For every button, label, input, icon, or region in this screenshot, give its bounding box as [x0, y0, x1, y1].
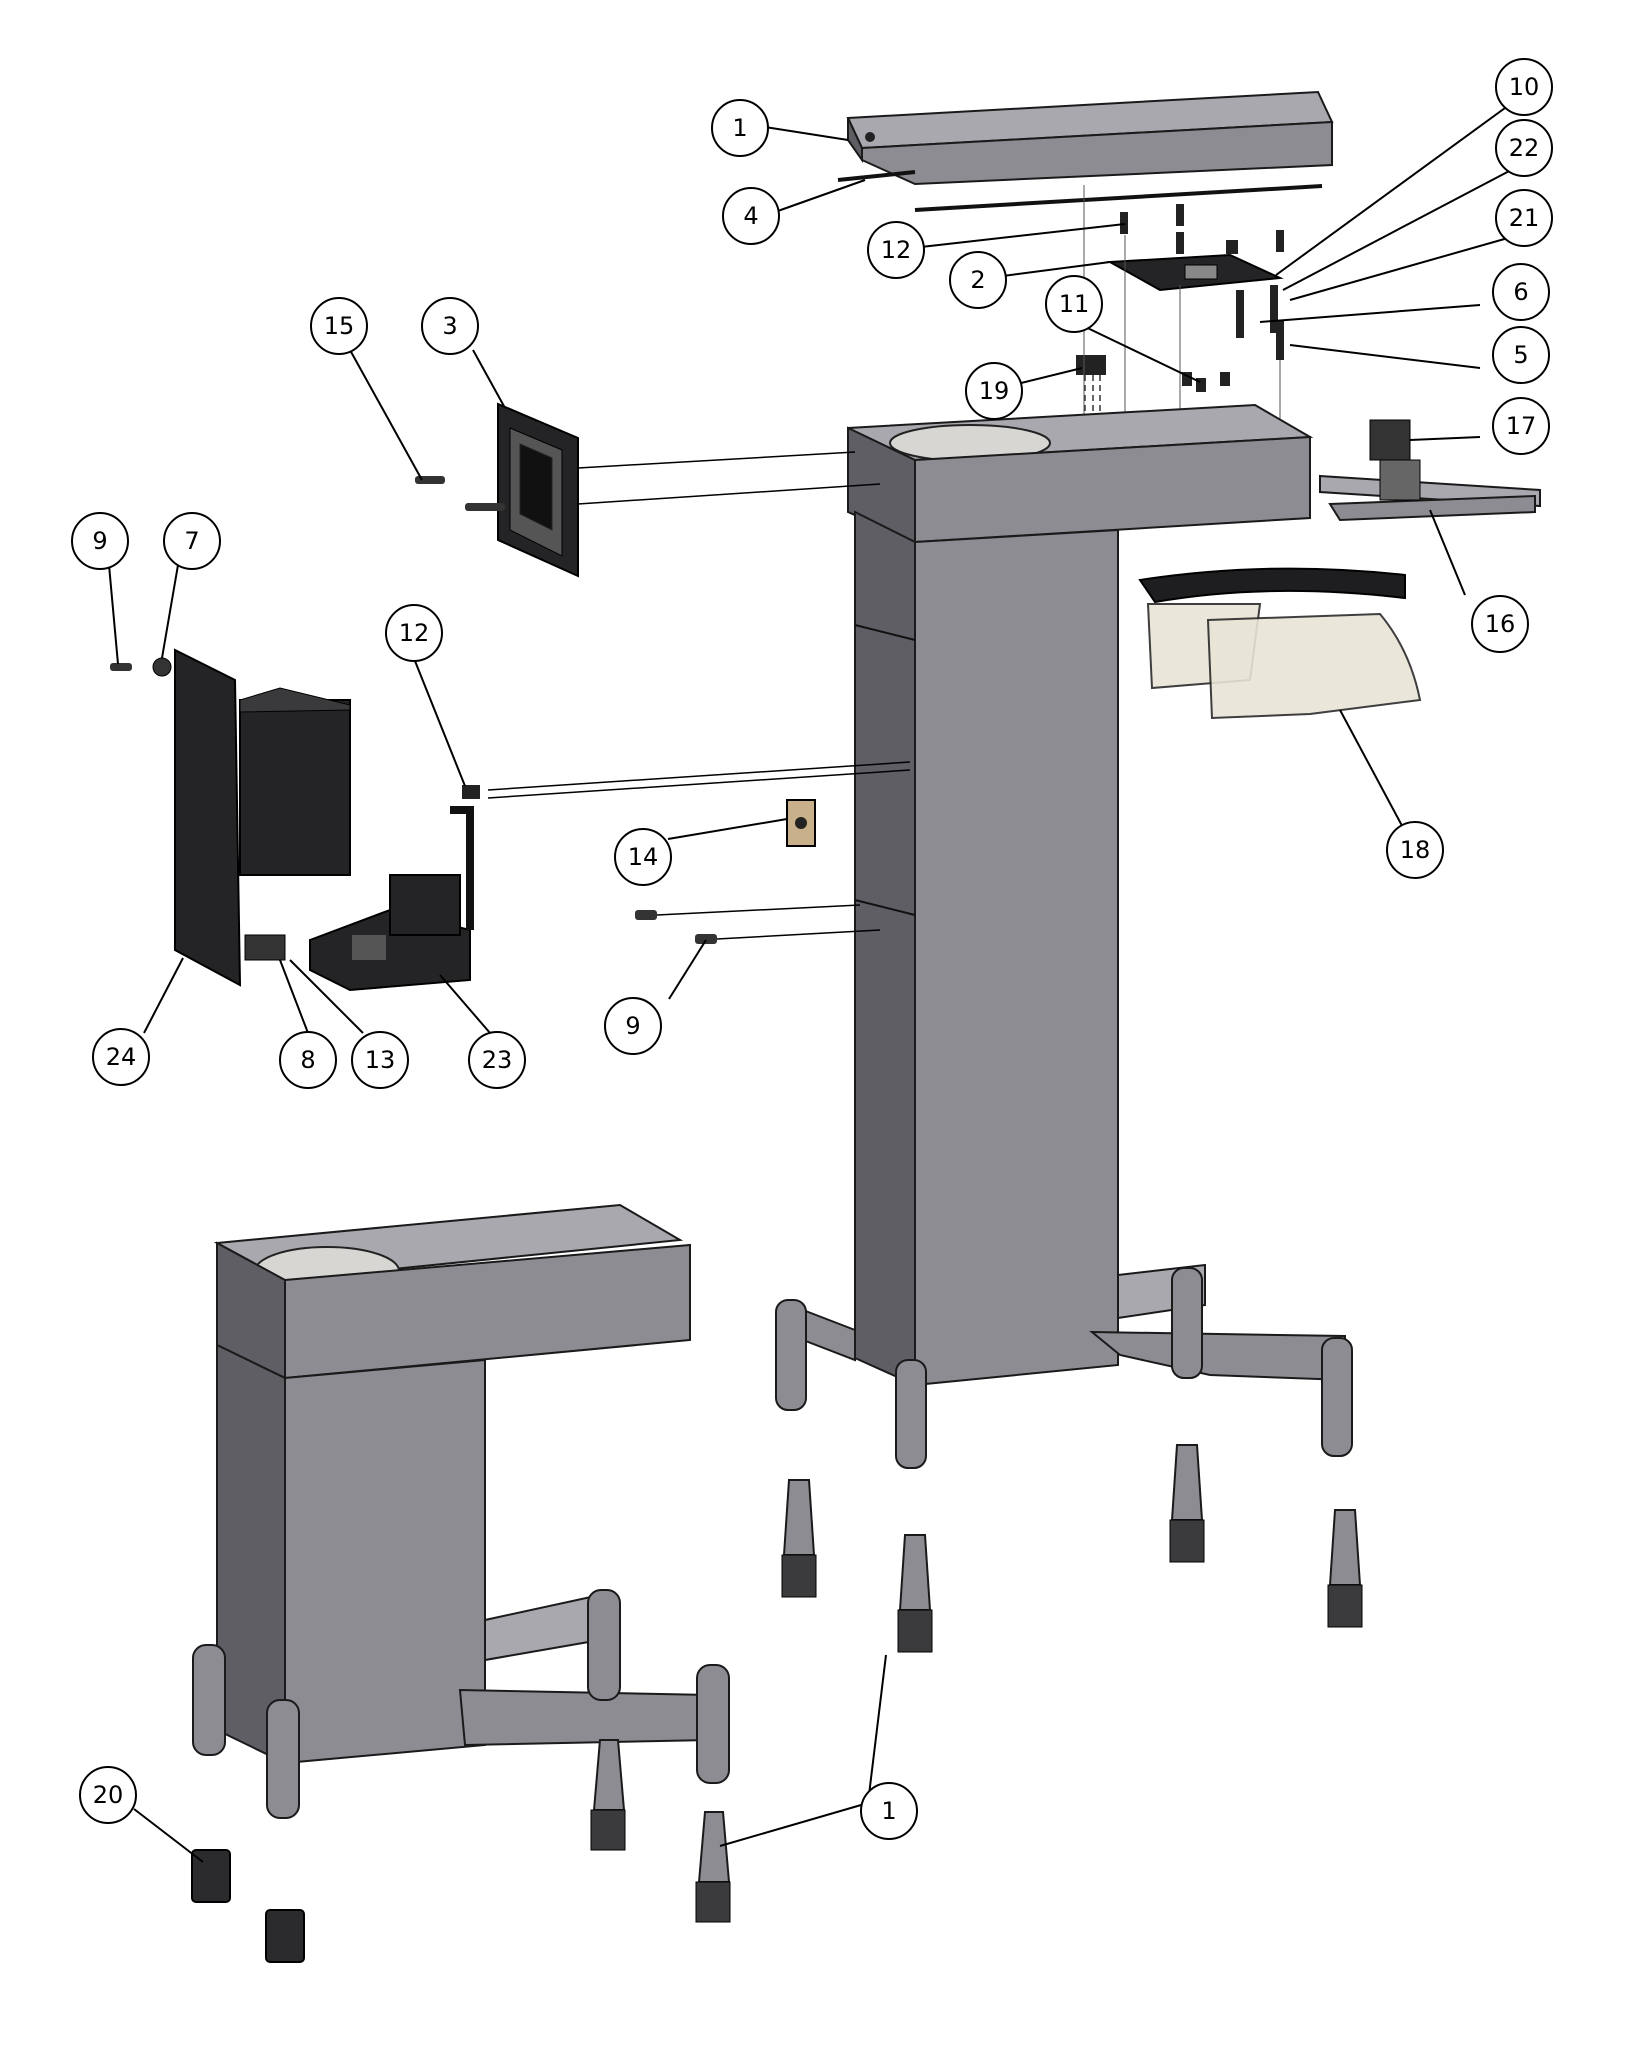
- callout-11: 11: [1045, 275, 1103, 333]
- leader-lines: [108, 107, 1516, 1863]
- callout-12-top: 12: [867, 221, 925, 279]
- display-screw-part: [415, 476, 505, 511]
- callout-number: 6: [1513, 278, 1528, 306]
- callout-number: 10: [1509, 73, 1540, 101]
- callout-number: 20: [93, 1781, 124, 1809]
- small-hardware-part: [110, 657, 172, 677]
- callout-number: 24: [106, 1043, 137, 1071]
- callout-number: 22: [1509, 134, 1540, 162]
- callout-3: 3: [421, 297, 479, 355]
- column-base-view: [192, 1203, 730, 1819]
- callout-number: 11: [1059, 290, 1090, 318]
- gasket-strip-part: [837, 170, 1323, 212]
- callout-5: 5: [1492, 326, 1550, 384]
- callout-8: 8: [279, 1031, 337, 1089]
- callout-number: 1: [732, 114, 747, 142]
- callout-17: 17: [1492, 397, 1550, 455]
- callout-23: 23: [468, 1031, 526, 1089]
- callout-9-left: 9: [71, 512, 129, 570]
- face-shield-part: [1138, 567, 1422, 720]
- callout-21: 21: [1495, 189, 1553, 247]
- callout-7: 7: [163, 512, 221, 570]
- callout-15: 15: [310, 297, 368, 355]
- callout-number: 1: [881, 1797, 896, 1825]
- callout-20: 20: [79, 1766, 137, 1824]
- callout-number: 7: [184, 527, 199, 555]
- callout-1-top: 1: [711, 99, 769, 157]
- callout-number: 4: [743, 202, 758, 230]
- callout-10: 10: [1495, 58, 1553, 116]
- callout-number: 15: [324, 312, 355, 340]
- callout-2: 2: [949, 251, 1007, 309]
- leveling-feet-part: [590, 1444, 1363, 1923]
- callout-22: 22: [1495, 119, 1553, 177]
- callout-number: 2: [970, 266, 985, 294]
- callout-14: 14: [614, 828, 672, 886]
- callout-number: 19: [979, 377, 1010, 405]
- callout-number: 3: [442, 312, 457, 340]
- mounting-plate-part: [1106, 204, 1284, 360]
- screw-set-part: [1076, 185, 1281, 430]
- display-panel-part: [497, 402, 881, 578]
- top-cover-part: [846, 90, 1334, 186]
- side-bracket-part: [1319, 419, 1541, 522]
- callout-number: 23: [482, 1046, 513, 1074]
- callout-24: 24: [92, 1028, 150, 1086]
- power-module-part: [309, 785, 480, 992]
- column-screw-part: [635, 904, 881, 944]
- callout-number: 14: [628, 843, 659, 871]
- callout-number: 21: [1509, 204, 1540, 232]
- main-column-frame: [775, 403, 1353, 1469]
- callout-4: 4: [722, 187, 780, 245]
- callout-number: 9: [625, 1012, 640, 1040]
- callout-6: 6: [1492, 263, 1550, 321]
- callout-number: 5: [1513, 341, 1528, 369]
- callout-12-mid: 12: [385, 604, 443, 662]
- callout-number: 17: [1506, 412, 1537, 440]
- callout-number: 8: [300, 1046, 315, 1074]
- callout-number: 12: [881, 236, 912, 264]
- label-plate-part: [786, 799, 816, 847]
- callout-number: 9: [92, 527, 107, 555]
- callout-19: 19: [965, 362, 1023, 420]
- callout-number: 13: [365, 1046, 396, 1074]
- callout-1-bottom: 1: [860, 1782, 918, 1840]
- callout-13: 13: [351, 1031, 409, 1089]
- callout-18: 18: [1386, 821, 1444, 879]
- electronics-housing-part: [174, 648, 351, 987]
- caster-wheel-part: [191, 1849, 305, 1963]
- callout-16: 16: [1471, 595, 1529, 653]
- callout-9-mid: 9: [604, 997, 662, 1055]
- callout-number: 12: [399, 619, 430, 647]
- callout-number: 18: [1400, 836, 1431, 864]
- callout-number: 16: [1485, 610, 1516, 638]
